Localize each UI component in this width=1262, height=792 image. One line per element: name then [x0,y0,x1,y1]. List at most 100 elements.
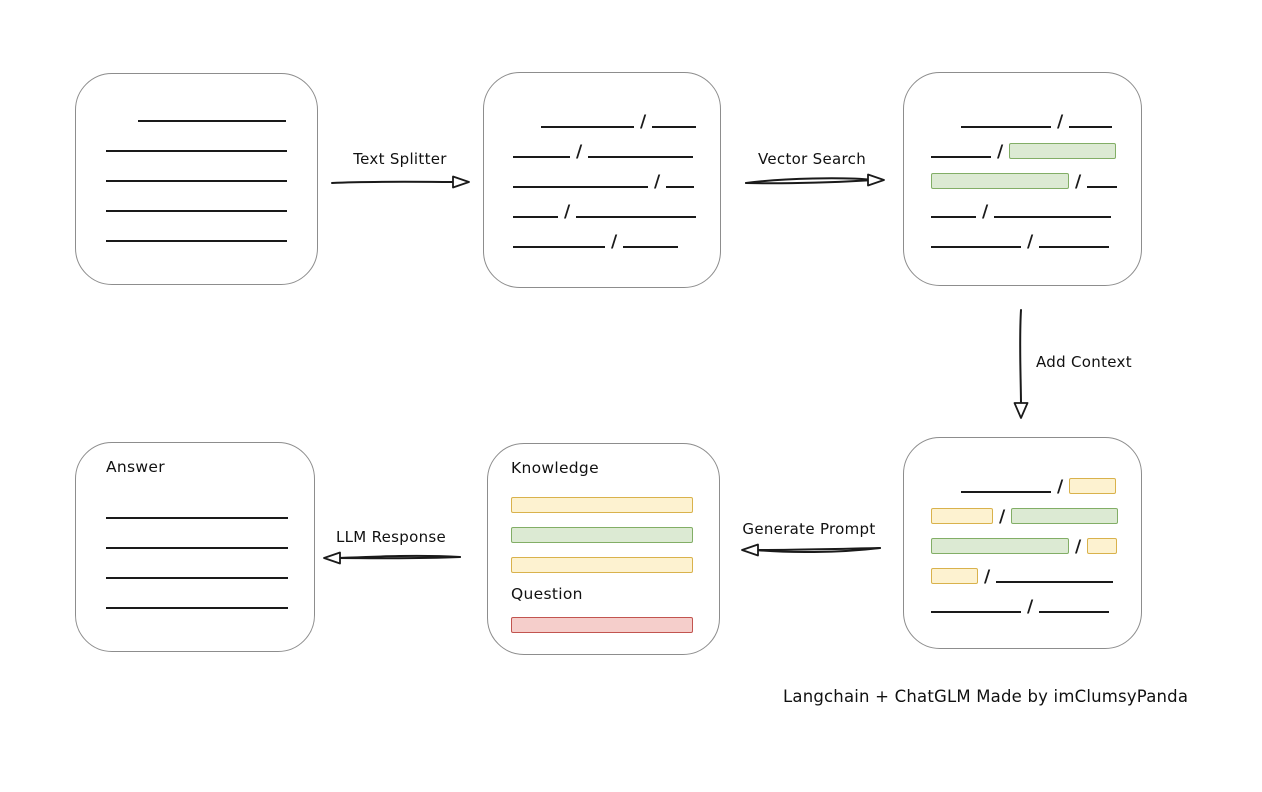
panel-row [106,152,287,182]
panel-row: / [931,583,1118,616]
highlight-bar-green [931,538,1069,554]
text-line [994,216,1112,218]
panel-row [106,212,287,242]
generate-prompt-arrow-icon [741,543,881,557]
panel-row: / [513,188,697,222]
panel-title: Answer [106,458,165,476]
llm-response-label: LLM Response [335,528,447,546]
highlight-bar-yellow [1069,478,1117,494]
slash-separator: / [576,142,583,162]
text-line [541,126,634,128]
panel-row: / [513,128,696,162]
text-line [931,246,1021,248]
text-line [931,216,976,218]
highlight-bar-green [1009,143,1117,159]
panel-search-results: / / / / / [903,72,1142,286]
vector-search-label: Vector Search [758,150,866,168]
panel-row [511,512,693,543]
panel-row [106,182,287,212]
slash-separator: / [997,142,1004,162]
slash-separator: / [611,232,618,252]
text-line [106,150,287,152]
panel-row [106,549,288,579]
panel-row: Knowledge [511,444,693,478]
search-results-rows: / / / / / [931,73,1118,252]
text-line [1069,126,1113,128]
generate-prompt-label: Generate Prompt [742,520,876,538]
text-line [106,577,288,579]
text-line [513,246,605,248]
panel-row: / [931,438,1118,497]
highlight-bar-green [511,527,693,543]
panel-source-document [75,73,318,285]
text-line [961,126,1051,128]
text-line [931,611,1021,613]
highlight-bar-red [511,617,693,633]
highlight-bar-yellow [1087,538,1118,554]
panel-row: / [931,73,1117,131]
panel-answer: Answer [75,442,315,652]
text-line [513,186,648,188]
slash-separator: / [982,202,989,222]
panel-row: / [931,553,1118,587]
slash-separator: / [999,507,1006,527]
caption: Langchain + ChatGLM Made by imClumsyPand… [783,687,1189,706]
text-splitter-arrow-icon [331,175,470,189]
panel-title: Question [511,585,583,603]
text-line [513,216,558,218]
answer-rows: Answer [106,443,288,609]
slash-separator: / [1027,232,1034,252]
vector-search-arrow-icon [745,173,885,187]
text-line [106,547,288,549]
panel-row: / [931,188,1117,222]
panel-row: / [931,523,1118,557]
text-line [623,246,679,248]
panel-split-chunks: / / / / / [483,72,721,288]
text-line [1039,246,1110,248]
text-line [106,240,287,242]
text-line [106,517,288,519]
highlight-bar-yellow [931,568,978,584]
llm-response-arrow-icon [323,551,461,565]
slash-separator: / [1057,477,1064,497]
panel-row: / [931,493,1119,527]
slash-separator: / [1075,172,1082,192]
panel-row: Answer [106,443,288,477]
panel-title: Knowledge [511,459,599,477]
source-document-rows [106,74,287,242]
add-context-arrow-icon [1013,309,1029,419]
highlight-bar-green [931,173,1069,189]
context-rows: ///// [931,438,1119,616]
text-line [996,581,1114,583]
text-line [588,156,694,158]
text-line [138,120,286,122]
panel-row [511,478,693,513]
highlight-bar-green [1011,508,1119,524]
panel-row [511,542,693,573]
text-splitter-label: Text Splitter [353,150,447,168]
panel-row [106,122,287,152]
panel-row: / [513,218,696,252]
slash-separator: / [1075,537,1082,557]
highlight-bar-yellow [931,508,993,524]
text-line [576,216,697,218]
slash-separator: / [984,567,991,587]
slash-separator: / [654,172,661,192]
text-line [106,210,287,212]
panel-row: / [931,158,1118,192]
add-context-label: Add Context [1036,353,1132,371]
text-line [652,126,697,128]
slash-separator: / [564,202,571,222]
text-line [1087,186,1118,188]
text-line [961,491,1051,493]
panel-row [106,477,288,519]
panel-row: Question [511,572,693,604]
text-line [106,180,287,182]
slash-separator: / [640,112,647,132]
panel-row [511,604,693,633]
highlight-bar-yellow [511,497,693,513]
panel-context: ///// [903,437,1142,649]
